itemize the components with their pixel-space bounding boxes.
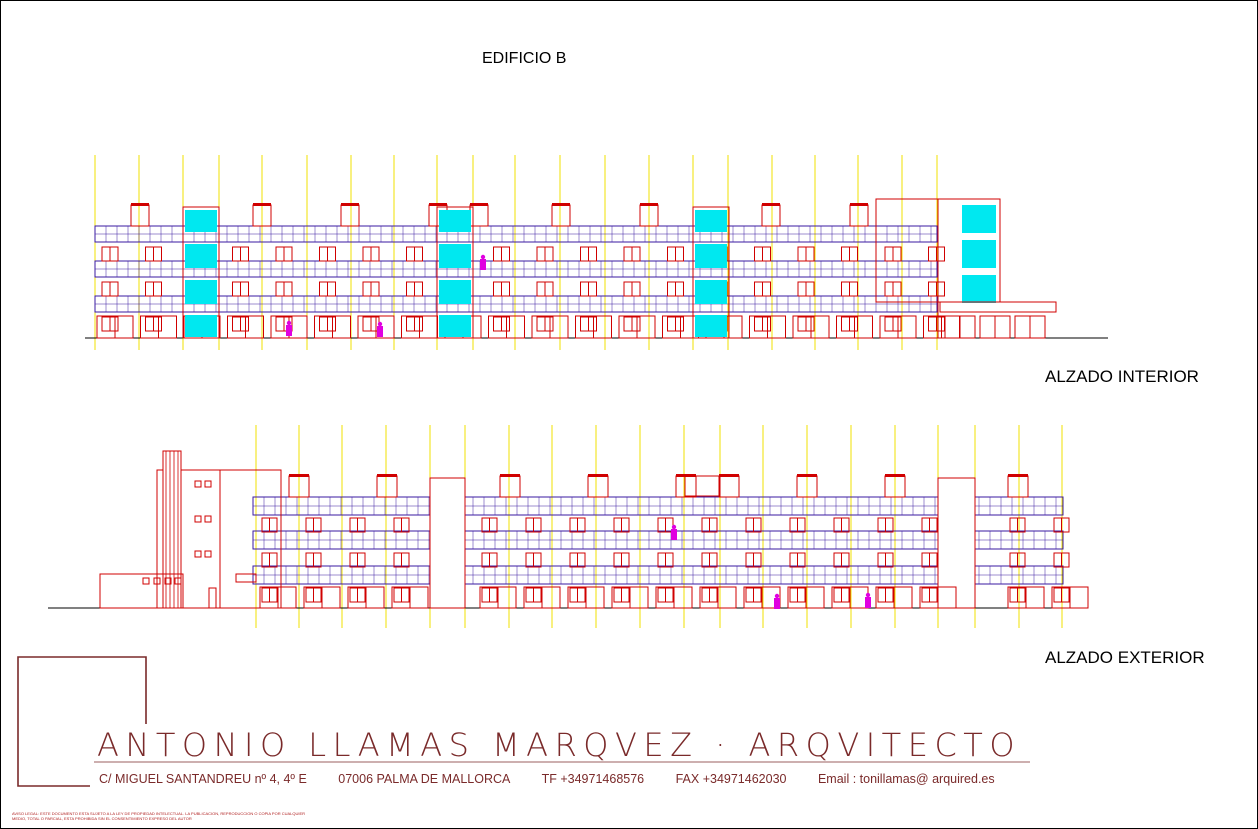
roof-cap-int-4 xyxy=(470,203,488,206)
west-door-ext xyxy=(208,587,217,609)
west-win-a-2 xyxy=(194,550,202,558)
figure-int-0-head xyxy=(480,254,486,260)
roof-cap-ext-4 xyxy=(676,474,696,477)
west-win-a-1 xyxy=(194,515,202,523)
exterior-elevation-label: ALZADO EXTERIOR xyxy=(1045,648,1205,667)
tower-side-ext xyxy=(156,469,164,609)
roof-cap-int-8 xyxy=(850,203,868,206)
figure-int-2-head xyxy=(377,321,383,327)
roof-cap-int-5 xyxy=(552,203,570,206)
roof-cap-ext-6 xyxy=(797,474,817,477)
roof-cap-ext-5 xyxy=(719,474,739,477)
west-win-b-0 xyxy=(204,480,212,488)
roof-cap-ext-8 xyxy=(1008,474,1028,477)
roof-cap-int-7 xyxy=(762,203,780,206)
roof-box-int-2 xyxy=(340,204,360,227)
annex-win-1 xyxy=(153,577,161,585)
legal-notice: AVISO LEGAL: ESTE DOCUMENTO ESTA SUJETO … xyxy=(12,811,305,821)
figure-int-1-head xyxy=(286,320,292,326)
contact-line: C/ MIGUEL SANTANDREU nº 4, 4º E 07006 PA… xyxy=(99,772,1023,786)
roof-box-ext-2 xyxy=(499,475,521,498)
figure-ext-1-body xyxy=(774,598,780,609)
east-glazing-int-0 xyxy=(962,205,996,233)
figure-int-2-body xyxy=(377,326,383,337)
legal-line-1: AVISO LEGAL: ESTE DOCUMENTO ESTA SUJETO … xyxy=(12,811,306,816)
roof-cap-int-2 xyxy=(341,203,359,206)
east-glazing-int-1 xyxy=(962,240,996,268)
annex-win-2 xyxy=(164,577,172,585)
roof-cap-int-3 xyxy=(429,203,447,206)
glazing-int xyxy=(695,315,727,337)
west-canopy-ext xyxy=(235,573,257,583)
glazing-int xyxy=(185,315,217,337)
roof-box-ext-5 xyxy=(718,475,740,498)
roof-box-int-8 xyxy=(849,204,869,227)
annex-win-3 xyxy=(174,577,182,585)
roof-cap-ext-3 xyxy=(588,474,608,477)
core-ext-0 xyxy=(429,477,466,609)
roof-box-ext-4 xyxy=(675,475,697,498)
glazing-int xyxy=(439,244,471,268)
roof-box-ext-3 xyxy=(587,475,609,498)
interior-elevation xyxy=(85,155,1108,350)
annex-win-0 xyxy=(142,577,150,585)
stair-tower-int-2 xyxy=(692,206,730,339)
roof-cap-ext-0 xyxy=(289,474,309,477)
figure-ext-0-head xyxy=(671,524,677,530)
west-win-b-2 xyxy=(204,550,212,558)
figure-ext-2-head xyxy=(865,592,871,598)
roof-box-int-0 xyxy=(130,204,150,227)
glazing-int xyxy=(695,244,727,268)
stair-tower-int-1 xyxy=(436,206,474,339)
roof-cap-int-1 xyxy=(253,203,271,206)
glazing-int xyxy=(695,210,727,232)
core-top-ext xyxy=(684,475,721,497)
glazing-int xyxy=(695,280,727,304)
glazing-int xyxy=(185,280,217,304)
roof-cap-ext-7 xyxy=(885,474,905,477)
address: C/ MIGUEL SANTANDREU nº 4, 4º E xyxy=(99,772,307,786)
roof-box-ext-8 xyxy=(1007,475,1029,498)
stair-tower-int-0 xyxy=(182,206,220,339)
fax: FAX +34971462030 xyxy=(675,772,787,786)
west-block-ext xyxy=(180,469,282,609)
legal-line-2: MEDIO, TOTAL O PARCIAL, ESTA PROHIBIDA S… xyxy=(12,816,192,821)
titleblock-frame xyxy=(17,656,1030,787)
figure-ext-0-body xyxy=(671,529,677,540)
drawing-title: EDIFICIO B xyxy=(482,50,567,67)
city: 07006 PALMA DE MALLORCA xyxy=(338,772,511,786)
glazing-int xyxy=(439,280,471,304)
exterior-elevation xyxy=(48,425,1089,628)
east-glazing-int-2 xyxy=(962,275,996,303)
roof-cap-int-0 xyxy=(131,203,149,206)
firm-name: ANTONIO LLAMAS MARQVEZ · ARQVITECTO xyxy=(97,726,1022,764)
east-canopy-int xyxy=(939,301,1057,313)
roof-box-int-5 xyxy=(551,204,571,227)
glazing-int xyxy=(439,315,471,337)
figure-int-0-body xyxy=(480,259,486,270)
email: Email : tonillamas@ arquired.es xyxy=(817,772,995,786)
west-win-a-0 xyxy=(194,480,202,488)
figure-ext-2-body xyxy=(865,597,871,608)
figure-ext-1-head xyxy=(774,593,780,599)
glazing-int xyxy=(185,244,217,268)
core-ext-2 xyxy=(937,477,976,609)
figure-int-1-body xyxy=(286,325,292,336)
roof-box-int-7 xyxy=(761,204,781,227)
roof-cap-ext-2 xyxy=(500,474,520,477)
interior-elevation-label: ALZADO INTERIOR xyxy=(1045,367,1199,386)
roof-cap-ext-1 xyxy=(377,474,397,477)
phone: TF +34971468576 xyxy=(541,772,645,786)
west-annex-ext xyxy=(99,573,184,609)
west-win-b-1 xyxy=(204,515,212,523)
glazing-int xyxy=(185,210,217,232)
roof-cap-int-6 xyxy=(640,203,658,206)
glazing-int xyxy=(439,210,471,232)
roof-box-ext-1 xyxy=(376,475,398,498)
